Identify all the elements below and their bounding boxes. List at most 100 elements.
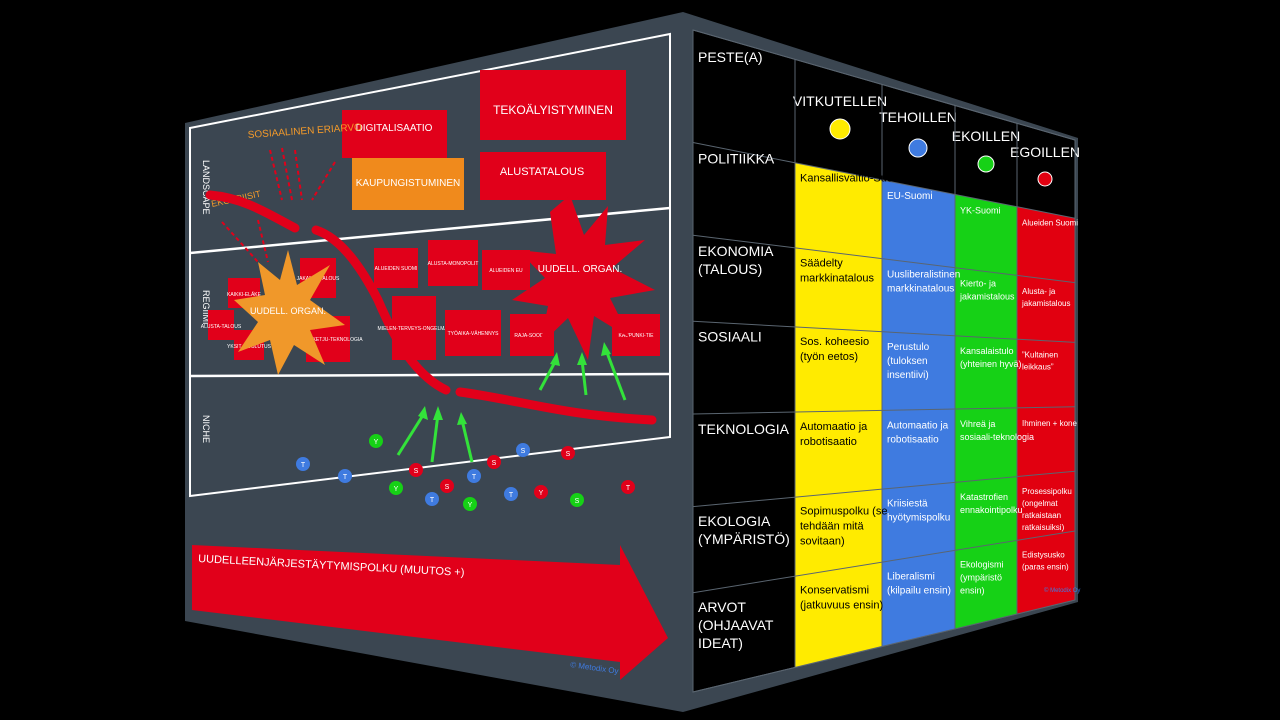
row-labels: POLITIIKKA EKONOMIA (TALOUS) SOSIAALI TEKNOL… bbox=[698, 151, 790, 651]
path-niche bbox=[455, 387, 657, 425]
niche-token-s bbox=[487, 455, 501, 469]
niche-token-label: T bbox=[472, 474, 477, 481]
regime-box-label: TYÖAIKA-VÄHENNYS bbox=[448, 330, 500, 337]
column-color-dot bbox=[1037, 171, 1053, 187]
row-label: SOSIAALI bbox=[698, 329, 762, 345]
table-cell-line: markkinatalous bbox=[887, 283, 954, 294]
row-label: EKONOMIA (TALOUS) bbox=[698, 243, 774, 277]
table-cell-line: Perustulo bbox=[887, 342, 930, 353]
table-cell-line: ensin) bbox=[960, 586, 985, 596]
row-gridline bbox=[692, 599, 1076, 693]
layer-divider-1 bbox=[189, 206, 671, 255]
regime-box-label: KAIKKI-ELÄKE bbox=[227, 291, 262, 298]
table-cell-line: sovitaan) bbox=[800, 536, 845, 548]
table-cell-text: Sos. koheesio(työn eetos) bbox=[800, 336, 869, 363]
niche-tokens: T T Y Y S T S Y T S T S Y S S T bbox=[296, 434, 635, 511]
niche-token-label: Y bbox=[539, 490, 544, 497]
niche-token-label: S bbox=[445, 484, 450, 491]
row-label: POLITIIKKA bbox=[698, 151, 775, 167]
column-fill bbox=[1017, 206, 1075, 614]
change-path-arrow bbox=[192, 545, 668, 680]
row-gridline bbox=[692, 470, 1076, 508]
table-cell-line: (ympäristö bbox=[960, 573, 1002, 583]
table-cell-line: (yhteinen hyvä) bbox=[960, 359, 1022, 369]
niche-token-t bbox=[467, 469, 481, 483]
column-headers: VITKUTELLEN TEHOILLEN EKOILLEN EGOILLEN bbox=[793, 93, 1080, 187]
pressure-arrows bbox=[221, 147, 336, 263]
table-cell-text: Liberalismi (kilpailu ensin) bbox=[887, 571, 951, 596]
table-cell-line: (jatkuvuus ensin) bbox=[800, 599, 883, 611]
column-fill bbox=[955, 194, 1017, 629]
table-cell-line: Sopimuspolku (se bbox=[800, 506, 887, 518]
table-cell-text: Edistysusko(paras ensin) bbox=[1022, 551, 1069, 572]
niche-token-s bbox=[440, 479, 454, 493]
table-cell-text: Säädelty markkinatalous bbox=[800, 257, 874, 284]
regime-box bbox=[445, 310, 501, 356]
niche-token-y bbox=[389, 481, 403, 495]
regime-box-label: ALUSTA-MONOPOLIT bbox=[428, 261, 479, 267]
niche-token-label: T bbox=[301, 462, 306, 469]
box-alustatalous-label: ALUSTATALOUS bbox=[500, 166, 584, 178]
layer-label-landscape: LANDSCAPE bbox=[201, 160, 211, 215]
niche-token-label: T bbox=[430, 497, 435, 504]
row-label-line: EKONOMIA bbox=[698, 243, 774, 259]
row-gridline bbox=[692, 320, 1076, 343]
table-cell-line: Kriisiestä bbox=[887, 499, 928, 510]
table-cell-line: Automaatio ja bbox=[887, 420, 949, 431]
table-cell-line: YK-Suomi bbox=[960, 205, 1001, 215]
table-cell-text: YK-Suomi bbox=[960, 205, 1001, 215]
table-corner: PESTE(A) bbox=[698, 49, 763, 65]
table-cell-line: hyötymispolku bbox=[887, 513, 950, 524]
column-header-label: VITKUTELLEN bbox=[793, 93, 887, 109]
niche-token-label: S bbox=[575, 498, 580, 505]
row-label: TEKNOLOGIA bbox=[698, 421, 790, 437]
table-cell-line: Ihminen + kone bbox=[1022, 419, 1077, 428]
burst-left bbox=[234, 250, 345, 375]
regime-box-label: KAUPUNKI-TIE bbox=[618, 333, 654, 339]
table-cell-line: ennakointipolku bbox=[960, 505, 1023, 515]
regime-box bbox=[428, 240, 478, 286]
table-cell-text: Kansalaistulo (yhteinen hyvä) bbox=[960, 346, 1022, 369]
table-cell-line: markkinatalous bbox=[800, 272, 874, 284]
table-cell-line: Kansalaistulo bbox=[960, 346, 1014, 356]
table-cell-line: Liberalismi bbox=[887, 571, 935, 582]
table-cell-line: (kilpailu ensin) bbox=[887, 585, 951, 596]
box-kaupungistuminen-label: KAUPUNGISTUMINEN bbox=[356, 178, 460, 189]
niche-green-arrows bbox=[396, 349, 627, 463]
layer-label-regime: REGIIMI bbox=[201, 290, 211, 325]
left-face: LANDSCAPE REGIIMI NICHE DIGITALISAATIO T… bbox=[185, 12, 683, 712]
niche-token-label: T bbox=[343, 474, 348, 481]
niche-token-y bbox=[463, 497, 477, 511]
table-cell-line: Säädelty bbox=[800, 257, 843, 269]
table-cell-line: leikkaus” bbox=[1022, 362, 1054, 371]
row-gridline bbox=[692, 530, 1076, 594]
regime-box bbox=[482, 250, 530, 290]
table-cell-line: ratkaisuiksi) bbox=[1022, 523, 1065, 532]
niche-token-y bbox=[570, 493, 584, 507]
table-cell-text: Ihminen + kone bbox=[1022, 419, 1077, 428]
niche-token-s bbox=[534, 485, 548, 499]
box-alustatalous bbox=[480, 152, 606, 200]
niche-token-label: S bbox=[566, 451, 571, 458]
table-cell-line: Alueiden Suomi bbox=[1022, 219, 1078, 228]
row-label-line: (TALOUS) bbox=[698, 261, 762, 277]
niche-token-label: S bbox=[414, 468, 419, 475]
row-label-line: SOSIAALI bbox=[698, 329, 762, 345]
table-cell-line: sosiaali-teknologia bbox=[960, 432, 1034, 442]
box-kaupungistuminen bbox=[352, 158, 464, 210]
niche-token-label: S bbox=[492, 460, 497, 467]
column-header-label: TEHOILLEN bbox=[879, 109, 957, 125]
row-label-line: POLITIIKKA bbox=[698, 151, 775, 167]
table-cell-line: robotisaatio bbox=[800, 436, 857, 448]
row-label-line: (OHJAAVAT bbox=[698, 617, 774, 633]
table-cell-line: robotisaatio bbox=[887, 434, 939, 445]
row-label-line: ARVOT bbox=[698, 599, 746, 615]
regime-box-label: ALUEIDEN EU bbox=[489, 268, 523, 274]
table-cell-line: jakamistalous bbox=[959, 291, 1015, 301]
